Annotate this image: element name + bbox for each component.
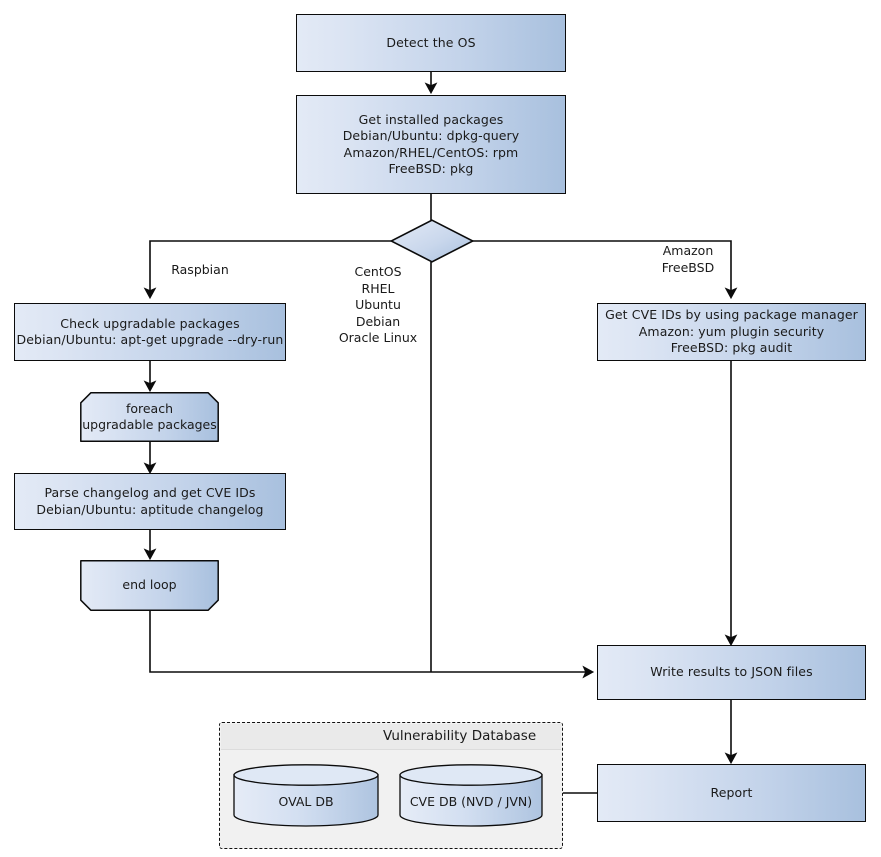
node-end-loop[interactable]: end loop	[80, 560, 219, 611]
edge-endloop-to-write	[149, 611, 595, 679]
db-cylinder-oval-label: OVAL DB	[278, 794, 334, 809]
node-foreach-loop[interactable]: foreach upgradable packages	[80, 392, 219, 442]
edge-label-raspbian: Raspbian	[171, 262, 229, 277]
edge-label-center-distros: CentOS RHEL Ubuntu Debian Oracle Linux	[338, 264, 418, 345]
node-report[interactable]: Report	[597, 764, 866, 822]
db-cylinder-cve[interactable]: CVE DB (NVD / JVN)	[399, 764, 543, 827]
node-get-installed-packages[interactable]: Get installed packages Debian/Ubuntu: dp…	[296, 95, 566, 194]
node-detect-os[interactable]: Detect the OS	[296, 14, 566, 72]
node-end-loop-label: end loop	[122, 577, 177, 593]
edge-label-amazon-freebsd: Amazon FreeBSD	[661, 243, 715, 275]
db-cylinder-cve-label: CVE DB (NVD / JVN)	[409, 794, 533, 809]
node-foreach-loop-label: foreach upgradable packages	[82, 400, 217, 433]
node-write-results-json[interactable]: Write results to JSON files	[597, 645, 866, 700]
node-get-cve-ids-package-manager[interactable]: Get CVE IDs by using package manager Ama…	[597, 303, 866, 361]
group-title-vulnerability-database: Vulnerability Database	[383, 728, 537, 744]
group-title-band	[221, 724, 561, 750]
node-decision-diamond[interactable]	[389, 219, 475, 263]
node-parse-changelog[interactable]: Parse changelog and get CVE IDs Debian/U…	[14, 473, 286, 530]
db-cylinder-oval[interactable]: OVAL DB	[233, 764, 379, 827]
node-check-upgradable-packages[interactable]: Check upgradable packages Debian/Ubuntu:…	[14, 303, 286, 361]
